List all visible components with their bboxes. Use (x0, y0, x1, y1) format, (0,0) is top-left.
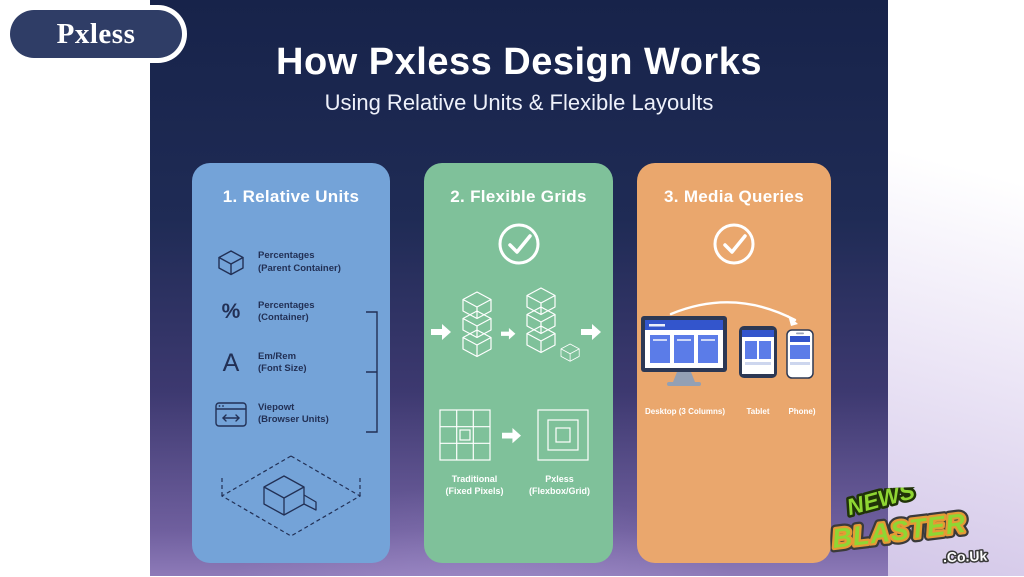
card-flexible-grids-title: 2. Flexible Grids (450, 187, 587, 206)
list-item: A Em/Rem (Font Size) (214, 349, 372, 378)
traditional-label: Traditional (Fixed Pixels) (445, 474, 504, 497)
curved-arrow-icon (669, 301, 798, 326)
pxless-label: Pxless (Flexbox/Grid) (528, 474, 590, 497)
grid-comparison-labels: Traditional (Fixed Pixels) Pxless (Flexb… (434, 473, 604, 497)
list-item: Viepowt (Browser Units) (214, 402, 372, 427)
tablet-icon (739, 326, 777, 378)
relative-units-list: Percentages (Parent Container) % Percent… (214, 249, 372, 427)
font-size-icon: A (222, 348, 240, 377)
percent-icon: % (221, 300, 241, 324)
card-media-queries: 3. Media Queries (637, 163, 831, 563)
check-circle-icon (711, 221, 757, 272)
list-item: Percentages (Parent Container) (214, 249, 372, 276)
grid-comparison-illustration (434, 409, 604, 468)
card-flexible-grids: 2. Flexible Grids (424, 163, 613, 563)
item-label: Percentages (Container) (258, 300, 315, 324)
item-label: Percentages (Parent Container) (258, 250, 341, 274)
bracket-line (364, 311, 380, 438)
watermark-suffix: .Co.Uk (943, 548, 988, 566)
background-right-strip (888, 0, 1024, 576)
device-labels: Desktop (3 Columns) Tablet Phone) (639, 407, 829, 429)
pxless-logo: Pxless (10, 10, 182, 58)
phone-label: Phone) (788, 407, 816, 416)
check-circle-icon (496, 221, 542, 272)
page-subtitle: Using Relative Units & Flexible Layoults (324, 90, 714, 116)
isometric-cube-icon (214, 249, 248, 276)
card-relative-units-title: 1. Relative Units (222, 187, 360, 206)
card-relative-units: 1. Relative Units Percentages (Parent Co… (192, 163, 390, 563)
desktop-label: Desktop (3 Columns) (644, 407, 725, 416)
phone-icon (786, 329, 814, 379)
page-title: How Pxless Design Works (276, 41, 762, 84)
monitor-icon (641, 316, 727, 386)
watermark-suffix-outline: .Co.Uk (943, 548, 988, 566)
isometric-wireframe-illustration (216, 450, 366, 551)
pxless-logo-text: Pxless (56, 17, 136, 50)
newsblaster-watermark: NEWS NEWS BLASTER BLASTER BLASTER .Co.Uk… (826, 475, 1010, 577)
item-label: Em/Rem (Font Size) (258, 350, 307, 375)
tablet-label: Tablet (746, 407, 770, 416)
viewport-icon (214, 401, 248, 427)
isometric-grid-illustration (429, 280, 609, 397)
card-media-queries-title: 3. Media Queries (664, 187, 804, 206)
background-left-strip (0, 0, 150, 576)
devices-illustration (639, 300, 829, 405)
item-label: Viepowt (Browser Units) (258, 401, 329, 426)
list-item: % Percentages (Container) (214, 300, 372, 325)
